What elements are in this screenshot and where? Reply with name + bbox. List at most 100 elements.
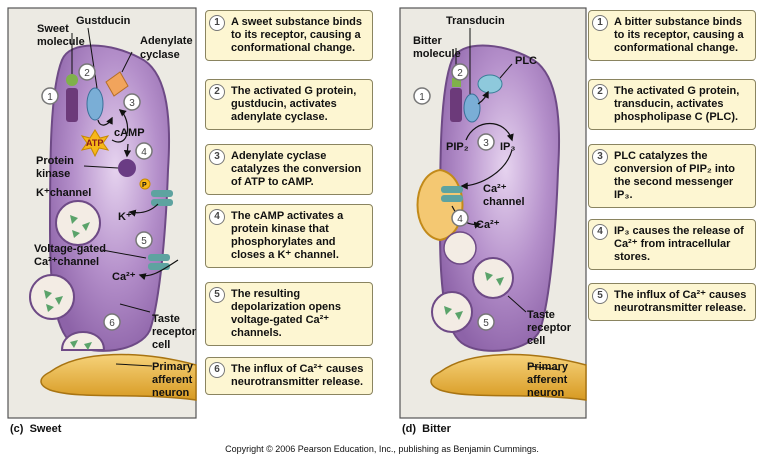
sweet-ca-channel-icon-bottom (148, 263, 170, 270)
sweet-primary-label-2: afferent (152, 374, 193, 386)
copyright-notice: Copyright © 2006 Pearson Education, Inc.… (225, 444, 539, 454)
bitter-vesicle-3 (431, 291, 473, 333)
sweet-step-1-text: A sweet substance binds to its receptor,… (231, 16, 363, 54)
bitter-step-4: 4 IP₃ causes the release of Ca²⁺ from in… (588, 219, 756, 270)
sweet-molecule-icon (66, 74, 78, 86)
sweet-molecule-label-2: molecule (37, 36, 85, 48)
protein-kinase-icon (118, 159, 136, 177)
gustducin-icon (86, 87, 104, 121)
pip2-label: PIP₂ (446, 141, 469, 153)
bitter-primary-label-2: afferent (527, 374, 568, 386)
bitter-arrow-ip3-store (460, 149, 513, 190)
sweet-step-4-text: The cAMP activates a protein kinase that… (231, 210, 344, 261)
bitter-marker-3: 3 (483, 138, 489, 149)
bitter-arrow-gprotein (477, 90, 489, 105)
sweet-leader-ca-channel (101, 249, 147, 259)
bitter-molecule-label-2: molecule (413, 48, 461, 60)
bitter-neurotransmitter-1 (485, 272, 493, 281)
sweet-arrow-ca-in (138, 259, 179, 281)
sweet-receptor (66, 88, 78, 122)
sweet-neurotransmitter-6 (46, 304, 54, 312)
sweet-step-3: 3 Adenylate cyclase catalyzes the conver… (205, 144, 373, 195)
bitter-ca-channel-label-1: Ca²⁺ (483, 183, 507, 195)
bitter-leader-cell (507, 295, 527, 313)
bitter-ca-channel-icon-bottom (441, 195, 463, 202)
adenylate-label-2: cyclase (140, 49, 180, 61)
sweet-neurotransmitter-2 (82, 222, 90, 231)
sweet-vesicle-1 (55, 200, 101, 246)
bitter-step-2: 2 The activated G protein, transducin, a… (588, 79, 756, 130)
bitter-taste-label-2: receptor (527, 322, 572, 334)
sweet-step-2-number: 2 (209, 84, 225, 100)
sweet-step-5: 5 The resulting depolarization opens vol… (205, 282, 373, 346)
bitter-marker-2: 2 (457, 68, 463, 79)
bitter-leader-plc (499, 63, 513, 79)
bitter-step-3-text: PLC catalyzes the conversion of PIP₂ int… (614, 150, 736, 201)
sweet-marker-1: 1 (47, 92, 53, 103)
phosphate-icon (139, 178, 151, 190)
sweet-step-6-number: 6 (209, 362, 225, 378)
sweet-step-5-number: 5 (209, 287, 225, 303)
sweet-neurotransmitter-7 (70, 340, 78, 348)
bitter-arrow-pip2-ip3 (465, 123, 514, 142)
bitter-step-4-number: 4 (592, 224, 608, 240)
phosphate-label: P (142, 182, 147, 189)
sweet-marker-3: 3 (129, 98, 135, 109)
bitter-step-5-number: 5 (592, 288, 608, 304)
k-channel-icon-top (151, 190, 173, 197)
sweet-vesicle-2 (29, 274, 75, 320)
gustducin-label: Gustducin (76, 15, 131, 27)
sweet-caption: (c) Sweet (10, 423, 61, 435)
sweet-marker-6: 6 (109, 318, 115, 329)
bitter-ca-channel-icon-top (441, 186, 463, 193)
transducin-label: Transducin (446, 15, 505, 27)
sweet-ca-label: Ca²⁺ (112, 271, 136, 283)
sweet-leader-gustducin (87, 27, 98, 89)
sweet-leader-adenylate (121, 51, 133, 73)
bitter-step-1: 1 A bitter substance binds to its recept… (588, 10, 756, 61)
bitter-leader-neuron (529, 365, 561, 371)
sweet-diagram-step-markers: 1 2 3 4 5 6 (41, 63, 153, 331)
sweet-neurotransmitter-4 (44, 290, 52, 299)
bitter-step-1-number: 1 (592, 15, 608, 31)
sweet-step-1-number: 1 (209, 15, 225, 31)
bitter-taste-label-3: cell (527, 335, 545, 347)
bitter-ca-label: Ca²⁺ (476, 219, 500, 231)
bitter-step-3-number: 3 (592, 149, 608, 165)
bitter-ca-channel-label-2: channel (483, 196, 525, 208)
sweet-arrow-k-out (128, 203, 159, 217)
sweet-step-5-text: The resulting depolarization opens volta… (231, 288, 342, 339)
bitter-neurotransmitter-4 (455, 311, 463, 320)
ip3-label: IP₃ (500, 141, 515, 153)
sweet-neurotransmitter-5 (55, 296, 63, 305)
plc-label: PLC (515, 55, 537, 67)
bitter-primary-label-1: Primary (527, 361, 569, 373)
bitter-step-5-text: The influx of Ca²⁺ causes neurotransmitt… (614, 289, 747, 314)
sweet-molecule-label-1: Sweet (37, 23, 69, 35)
sweet-step-4: 4 The cAMP activates a protein kinase th… (205, 204, 373, 268)
sweet-arrow-camp-kinase (123, 143, 132, 158)
bitter-step-4-text: IP₃ causes the release of Ca²⁺ from intr… (614, 225, 744, 263)
sweet-step-3-text: Adenylate cyclase catalyzes the conversi… (231, 150, 362, 188)
sweet-neurotransmitter-1 (70, 215, 78, 224)
bitter-diagram-step-markers: 1 2 3 4 5 (413, 63, 495, 331)
atp-burst-icon (80, 129, 110, 158)
sweet-arrow-atp-camp (111, 109, 129, 143)
sweet-primary-label-3: neuron (152, 387, 190, 399)
bitter-vesicle-1 (443, 231, 477, 265)
bitter-caption-text: Bitter (422, 423, 451, 435)
sweet-neurotransmitter-8 (84, 342, 92, 350)
sweet-step-2: 2 The activated G protein, gustducin, ac… (205, 79, 373, 130)
sweet-step-4-number: 4 (209, 209, 225, 225)
bitter-vesicle-2 (472, 257, 514, 299)
sweet-neurotransmitter-3 (72, 230, 80, 238)
sweet-taste-label-1: Taste (152, 313, 180, 325)
sweet-primary-label-1: Primary (152, 361, 194, 373)
bitter-taste-label-1: Taste (527, 309, 555, 321)
camp-label: cAMP (114, 127, 145, 139)
sweet-step-1: 1 A sweet substance binds to its recepto… (205, 10, 373, 61)
bitter-molecule-label-1: Bitter (413, 35, 442, 47)
sweet-ca-channel-icon-top (148, 254, 170, 261)
sweet-caption-letter: (c) (10, 423, 24, 435)
